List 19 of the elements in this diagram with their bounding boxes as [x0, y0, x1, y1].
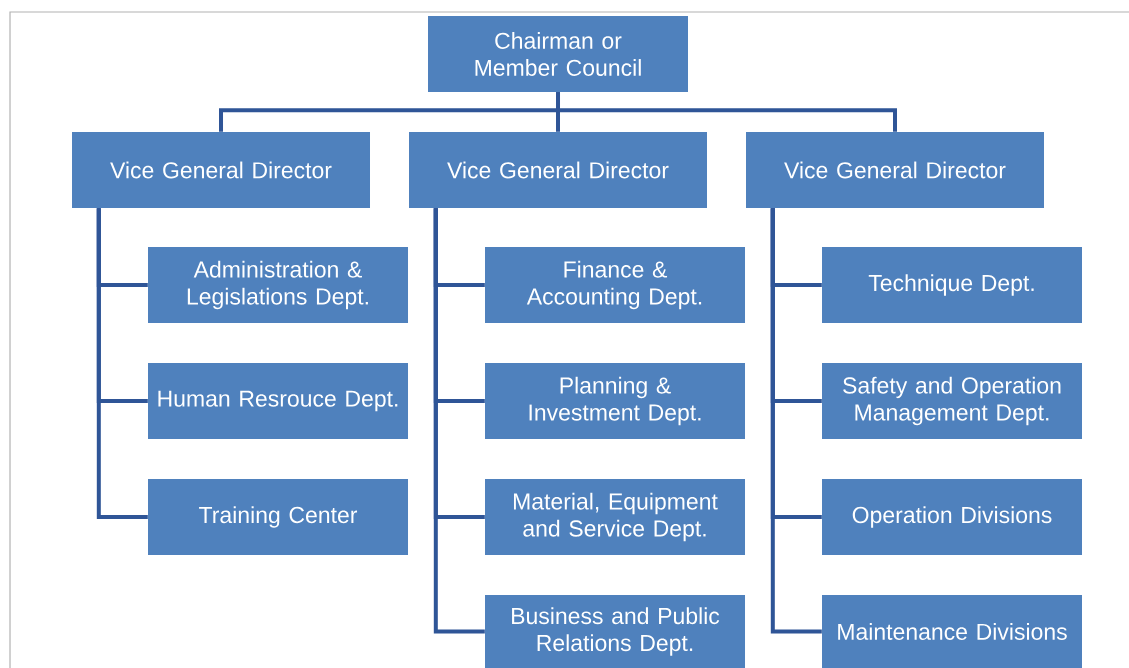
department-box: Planning & Investment Dept.: [485, 363, 745, 439]
department-box: Administration & Legislations Dept.: [148, 247, 408, 323]
department-box: Material, Equipment and Service Dept.: [485, 479, 745, 555]
director-box: Vice General Director: [409, 132, 707, 208]
connector-line: [770, 208, 822, 634]
department-box: Human Resrouce Dept.: [148, 363, 408, 439]
director-box: Vice General Director: [72, 132, 370, 208]
chairman-box: Chairman or Member Council: [428, 16, 688, 92]
director-box: Vice General Director: [746, 132, 1044, 208]
department-box: Training Center: [148, 479, 408, 555]
department-box: Finance & Accounting Dept.: [485, 247, 745, 323]
department-box: Safety and Operation Management Dept.: [822, 363, 1082, 439]
department-box: Operation Divisions: [822, 479, 1082, 555]
connector-line: [433, 208, 485, 634]
connector-line: [556, 92, 897, 132]
department-box: Maintenance Divisions: [822, 595, 1082, 668]
department-box: Business and Public Relations Dept.: [485, 595, 745, 668]
department-box: Technique Dept.: [822, 247, 1082, 323]
connector-line: [96, 208, 148, 519]
